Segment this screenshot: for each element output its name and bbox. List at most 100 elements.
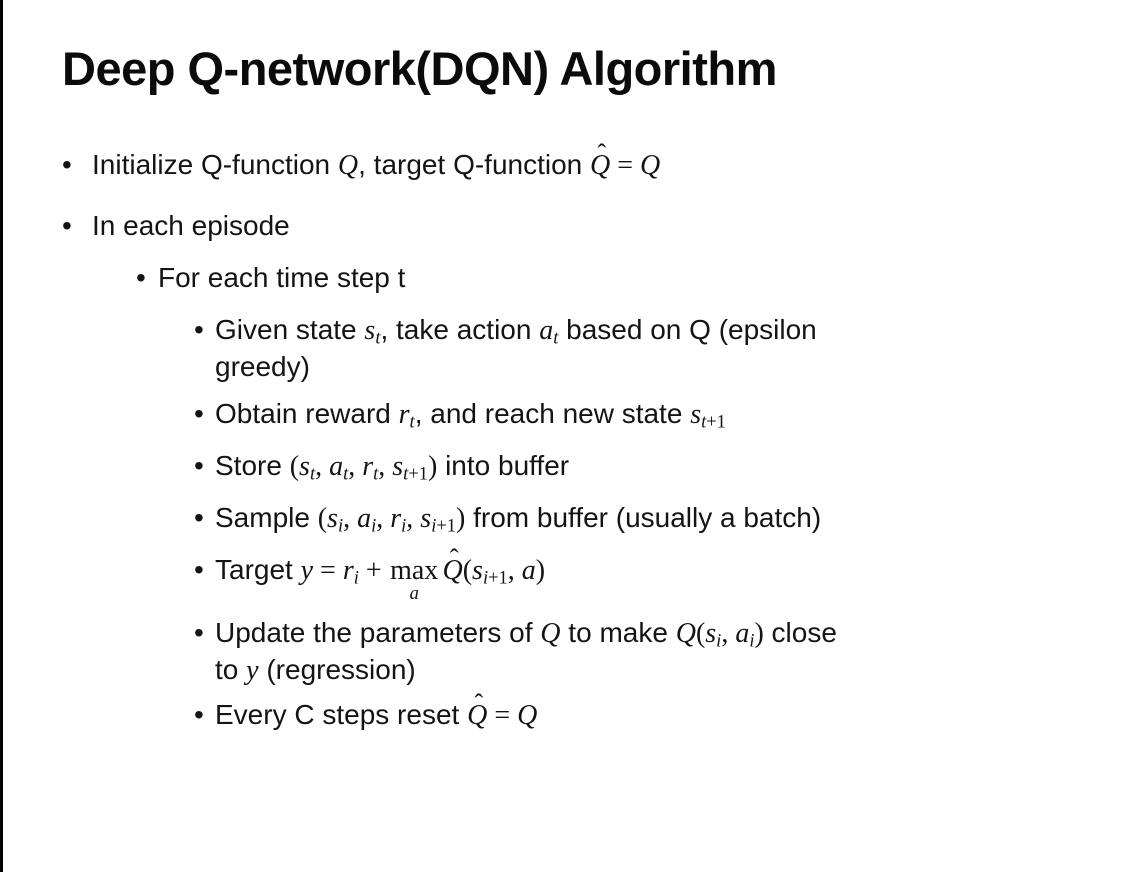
math-var: s <box>705 618 717 650</box>
math-var: s <box>690 399 702 431</box>
text-run: into buffer <box>437 450 570 482</box>
math-var: s <box>420 503 432 535</box>
math-sub: i <box>431 515 437 536</box>
math-sub: i <box>353 567 359 588</box>
math-var: a <box>357 503 372 535</box>
math-var: Q <box>337 150 359 182</box>
text-run: based on Q (epsilon <box>558 314 817 346</box>
math-sub: t <box>701 411 707 432</box>
math-var: Q <box>540 618 561 650</box>
bullet-text: Update the parameters of Q to make Q(si,… <box>215 614 1075 688</box>
bullet-icon: • <box>194 314 204 346</box>
bullet-item-obtain: • Obtain reward rt, and reach new state … <box>0 395 1124 432</box>
bullet-text: Sample (si, ai, ri, si+1) from buffer (u… <box>215 499 1075 536</box>
math-sub: i <box>482 567 489 588</box>
text-run: Given state <box>215 314 365 346</box>
math-var: s <box>299 451 310 483</box>
text-run: Update the parameters of <box>215 617 541 649</box>
math-sub: i <box>401 515 407 536</box>
bullet-icon: • <box>194 617 204 649</box>
math-var: r <box>342 555 354 587</box>
text-run: Store <box>215 450 290 482</box>
slide-body: • Initialize Q-function Q, target Q-func… <box>0 140 1124 733</box>
math-sub: t <box>309 463 316 484</box>
bullet-text: Obtain reward rt, and reach new state st… <box>215 395 1075 432</box>
math-var: s <box>472 555 483 587</box>
bullet-icon: • <box>194 554 204 586</box>
math-var: Q <box>442 555 463 587</box>
text-run: to make <box>560 617 676 649</box>
math-roman: , <box>507 555 522 587</box>
text-run: (regression) <box>258 654 416 686</box>
text-line: to y (regression) <box>215 651 1075 688</box>
math-sub: t <box>343 463 349 484</box>
max-limit: a <box>409 582 419 603</box>
math-roman: , <box>378 451 393 483</box>
bullet-item-sample: • Sample (si, ai, ri, si+1) from buffer … <box>0 499 1124 536</box>
bullet-icon: • <box>62 210 72 242</box>
math-var: s <box>392 451 404 483</box>
text-line: Update the parameters of Q to make Q(si,… <box>215 614 1075 651</box>
bullet-item-initialize: • Initialize Q-function Q, target Q-func… <box>0 140 1124 183</box>
math-var: Q <box>590 150 611 182</box>
bullet-item-update: • Update the parameters of Q to make Q(s… <box>0 614 1124 688</box>
math-roman: ) <box>754 618 764 650</box>
math-var: r <box>362 451 374 483</box>
text-run: Initialize Q-function <box>92 149 338 181</box>
math-roman: ( <box>695 618 706 650</box>
math-sub: i <box>337 515 344 536</box>
math-var: Q <box>640 150 661 182</box>
bullet-item-given: • Given state st, take action at based o… <box>0 311 1124 385</box>
text-line: greedy) <box>215 348 1075 385</box>
math-sub: +1 <box>488 567 508 588</box>
math-sub: t <box>409 411 415 432</box>
text-run: Target <box>215 554 301 586</box>
bullet-text: Given state st, take action at based on … <box>215 311 1075 385</box>
math-sub: i <box>716 630 722 651</box>
hat-icon: ˆ <box>474 687 484 718</box>
hat-icon: ˆ <box>597 137 607 168</box>
math-sub: +1 <box>408 463 428 484</box>
math-roman: , <box>721 618 736 650</box>
math-var: r <box>398 399 410 431</box>
math-var: Q <box>675 618 696 650</box>
math-sub: t <box>403 463 409 484</box>
bullet-item-store: • Store (st, at, rt, st+1) into buffer <box>0 447 1124 484</box>
math-sub: t <box>375 327 381 348</box>
math-sub: i <box>749 630 755 651</box>
math-roman: ) <box>535 555 546 587</box>
math-sub: t <box>373 463 379 484</box>
text-run: to <box>215 654 247 686</box>
text-run: , target Q-function <box>358 149 591 181</box>
text-run: close <box>763 617 837 649</box>
text-run: Obtain reward <box>215 398 399 430</box>
text-line: Given state st, take action at based on … <box>215 311 1075 348</box>
math-roman: = <box>610 150 641 182</box>
math-roman: ) <box>455 503 466 535</box>
math-var: s <box>364 315 376 347</box>
text-run: For each time step t <box>158 262 406 294</box>
text-run: , take action <box>380 314 540 346</box>
math-roman: ( <box>317 503 328 535</box>
max-label: max <box>390 555 439 587</box>
bullet-icon: • <box>136 262 146 294</box>
math-roman: ( <box>462 555 473 587</box>
math-roman: , <box>376 503 391 535</box>
math-var: y <box>300 555 314 587</box>
math-sub: +1 <box>706 411 726 432</box>
hat-icon: ˆ <box>449 542 459 573</box>
math-roman: + <box>358 555 389 587</box>
bullet-icon: • <box>194 450 204 482</box>
slide-title: Deep Q-network(DQN) Algorithm <box>62 42 777 95</box>
math-roman: ) <box>427 451 438 483</box>
bullet-text: Store (st, at, rt, st+1) into buffer <box>215 447 1075 484</box>
bullet-item-episode: • In each episode <box>0 207 1124 244</box>
text-run: , and reach new state <box>414 398 691 430</box>
text-run: Every C steps reset <box>215 699 468 731</box>
